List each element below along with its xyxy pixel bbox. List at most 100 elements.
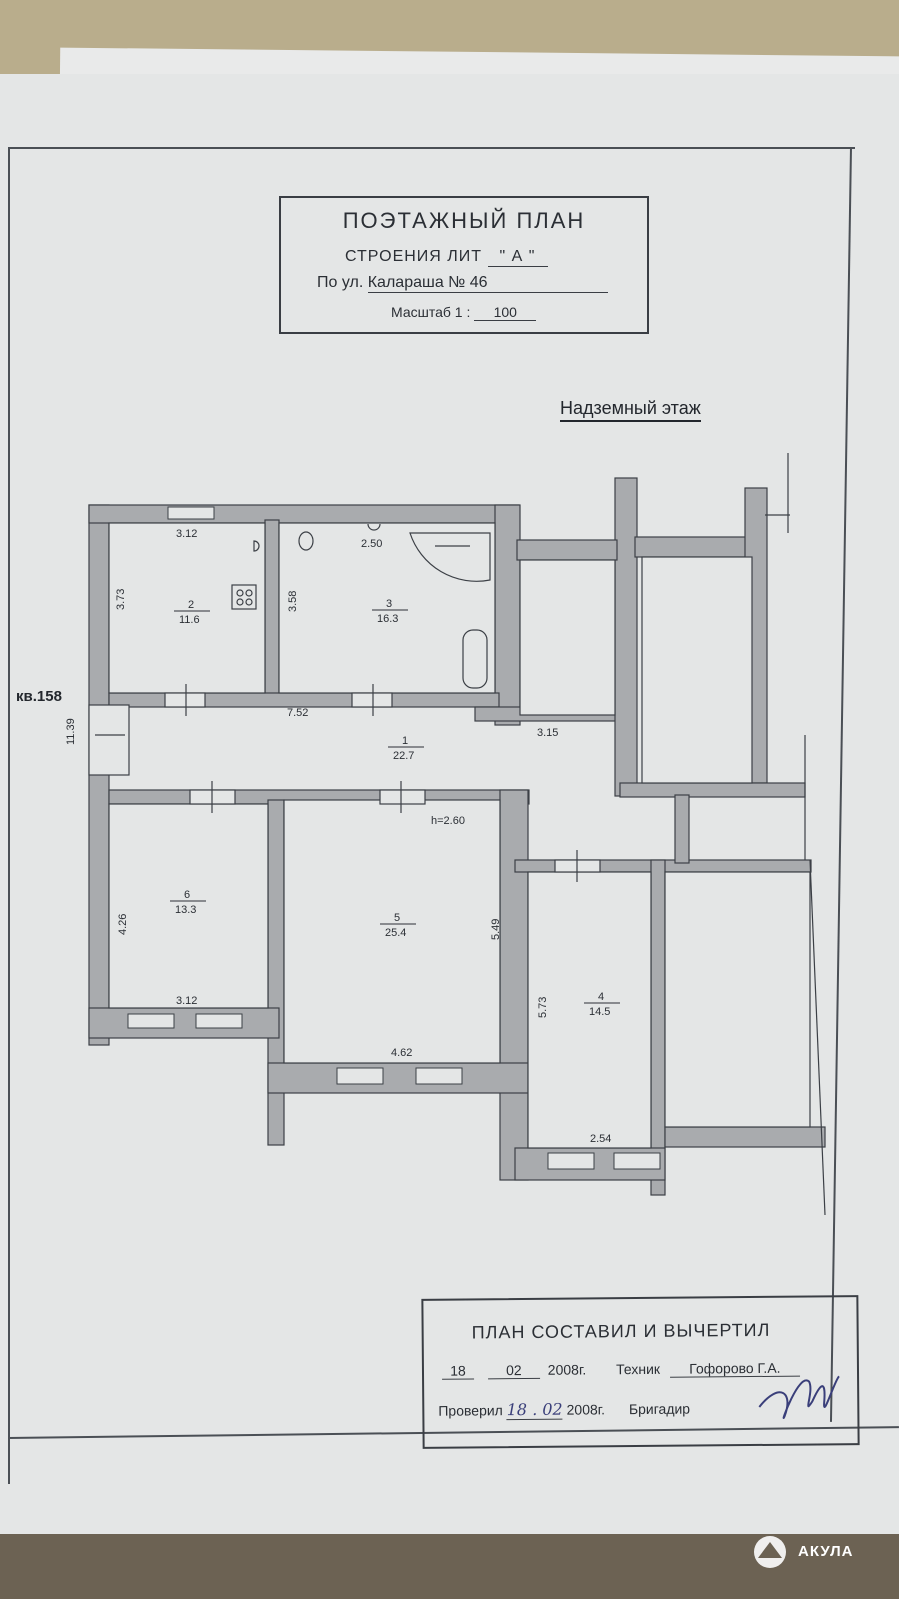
street-line: По ул. Калараша № 46 [317,274,608,293]
dim-r6-depth: 4.26 [117,914,129,935]
dim-r2-depth: 3.73 [115,589,127,610]
compiled-year: 2008г. [547,1361,587,1378]
signature-block: ПЛАН СОСТАВИЛ И ВЫЧЕРТИЛ 18 02 2008г. Те… [421,1295,860,1449]
stove-icon [231,584,257,610]
shark-logo-icon [754,1536,786,1568]
room-3-number: 3 [386,598,392,610]
building-prefix: СТРОЕНИЯ ЛИТ [345,248,483,265]
room-5-area: 25.4 [385,927,406,939]
window-r6-a [127,1013,175,1029]
scale-value: 100 [474,304,537,321]
neighbour-room-c [664,871,811,1128]
fixtures [231,523,491,689]
shower-icon [409,532,491,582]
dim-r1-length: 7.52 [287,707,308,719]
building-lit: " А " [487,248,548,267]
bathtub-icon [462,629,488,689]
brigadier-label: Бригадир [628,1400,691,1418]
wall-neighbour-1 [614,477,638,797]
sink-icon [253,540,260,552]
wall-neighbour-6 [674,794,690,864]
compiled-month: 02 [487,1361,540,1380]
handwritten-signature [758,1375,840,1419]
room-2-floor [108,522,266,694]
street-name: Калараша № 46 [367,274,608,293]
dim-total-left: 11.39 [65,718,77,745]
checked-label: Проверил [438,1402,503,1419]
technician-label: Техник [616,1360,661,1378]
room-3-area: 16.3 [377,613,398,625]
window-r6-b [195,1013,243,1029]
dim-r3-depth: 3.58 [287,591,299,612]
toilet-icon [298,531,314,551]
building-line: СТРОЕНИЯ ЛИТ " А " [345,248,548,267]
room-5-floor [283,799,501,1064]
checked-date: 18 . 02 [506,1399,563,1421]
ceiling-height: h=2.60 [431,815,465,827]
outer-lines [765,453,826,1216]
stove-burner-icon [245,589,253,597]
room-6-area: 13.3 [175,904,196,916]
wall-r2-r3 [264,519,280,699]
room-floors [108,522,811,1149]
entrance-opening [88,704,130,776]
dim-r3-width: 2.50 [361,538,382,550]
wall-r5-bottom [267,1062,529,1094]
table-surface-bottom [0,1530,899,1599]
room-4-floor [527,871,652,1149]
wall-neighbour-7 [664,1126,826,1148]
wall-top [88,504,520,524]
dim-r2-width: 3.12 [176,528,197,540]
windows [127,506,661,1170]
window-r2 [167,506,215,520]
wall-neighbour-2 [516,539,618,561]
room-6-number: 6 [184,889,190,901]
window-r5-a [336,1067,384,1085]
dim-r6-width: 3.12 [176,995,197,1007]
wall-r6-bottom [88,1007,280,1039]
stove-burner-icon [236,598,244,606]
room-3-floor [278,522,496,694]
drawing-frame [8,147,855,1484]
room-4-number: 4 [598,991,604,1003]
window-r4-b [613,1152,661,1170]
scale-line: Масштаб 1 : 100 [391,304,537,321]
washbasin-icon [367,523,381,531]
wall-r4-right [650,859,666,1196]
door-r5 [379,789,426,805]
dim-r5-width: 4.62 [391,1047,412,1059]
door-r3 [351,692,393,708]
plan-labels: 3.12 3.73 2 11.6 2.50 3.58 3 16.3 7.52 3… [65,528,620,1145]
watermark-text: АКУЛА [798,1543,854,1560]
room-5-number: 5 [394,912,400,924]
dim-r4-depth: 5.73 [537,997,549,1018]
neighbour-room-a [519,559,616,716]
title-block: ПОЭТАЖНЫЙ ПЛАН СТРОЕНИЯ ЛИТ " А " По ул.… [279,196,649,334]
window-r4-a [547,1152,595,1170]
signature-stroke [758,1375,840,1419]
neighbour-room-b [641,556,753,784]
room-4-area: 14.5 [589,1006,610,1018]
room-2-area: 11.6 [179,614,200,626]
dim-r4-width: 2.54 [590,1133,611,1145]
wall-r5-right [499,789,529,1181]
dim-r1-ext: 3.15 [537,727,558,739]
plan-title: ПОЭТАЖНЫЙ ПЛАН [342,208,586,233]
street-prefix: По ул. [317,274,364,291]
floor-label: Надземный этаж [560,398,701,422]
window-r5-b [415,1067,463,1085]
wall-r3-right [494,504,521,726]
doors [95,684,601,882]
checked-year: 2008г. [566,1401,606,1418]
door-r2 [164,692,206,708]
stove-burner-icon [236,589,244,597]
dim-r5-depth: 5.49 [490,919,502,940]
stove-burner-icon [245,598,253,606]
apartment-label: кв.158 [16,688,62,705]
compiled-day: 18 [441,1362,475,1380]
wall-neighbour-5 [619,782,806,798]
room-2-number: 2 [188,599,194,611]
signature-title: ПЛАН СОСТАВИЛ И ВЫЧЕРТИЛ [471,1319,771,1343]
scale-prefix: Масштаб 1 : [391,304,471,320]
